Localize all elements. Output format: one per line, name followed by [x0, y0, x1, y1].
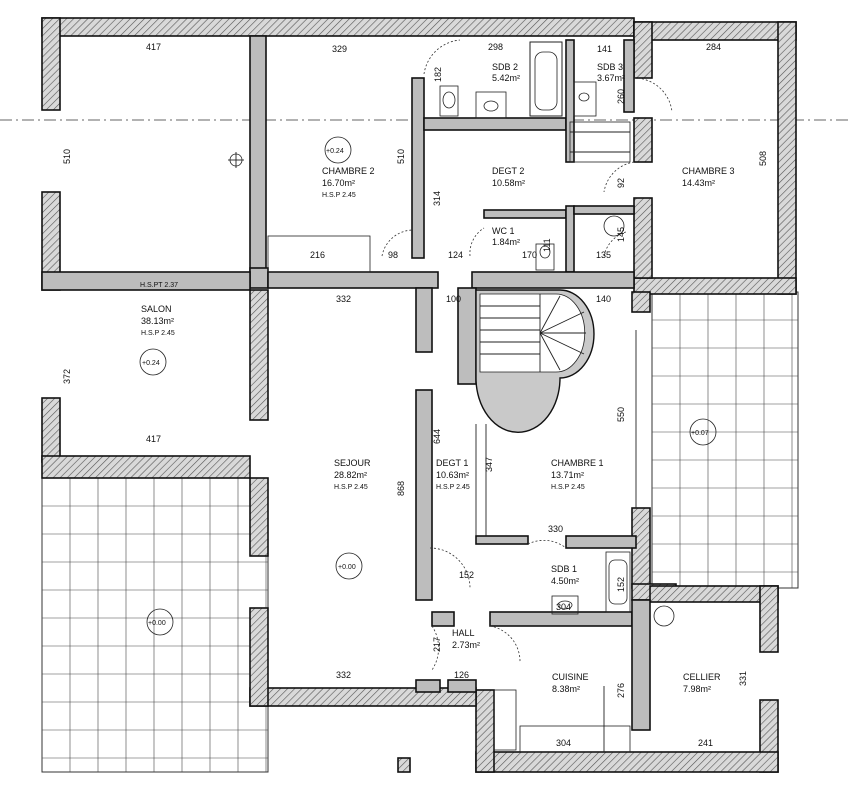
dim-241: 241 — [698, 738, 713, 748]
room-name-chambre3: CHAMBRE 3 — [682, 166, 735, 176]
room-hsp-top-salon: H.S.PT 2.37 — [140, 282, 178, 289]
terrace-right-tiles — [651, 291, 799, 589]
dim-141: 141 — [597, 44, 612, 54]
dim-298: 298 — [488, 42, 503, 52]
room-area-sejour: 28.82m² — [334, 470, 367, 480]
door-swings — [381, 39, 673, 671]
room-name-degt2: DEGT 2 — [492, 166, 524, 176]
dim-304-a: 304 — [556, 602, 571, 612]
dim-182: 182 — [433, 67, 443, 82]
level-terrace-right: +0.07 — [691, 430, 709, 437]
dim-111: 111 — [542, 238, 552, 252]
room-area-degt2: 10.58m² — [492, 178, 525, 188]
room-hsp-chambre1: H.S.P 2.45 — [551, 484, 585, 491]
room-area-sdb2: 5.42m² — [492, 73, 520, 83]
dim-330: 330 — [548, 524, 563, 534]
room-area-chambre1: 13.71m² — [551, 470, 584, 480]
room-name-chambre1: CHAMBRE 1 — [551, 458, 604, 468]
dim-510-left: 510 — [62, 149, 72, 164]
dim-550: 550 — [616, 407, 626, 422]
dim-332-bot: 332 — [336, 670, 351, 680]
dim-100: 100 — [446, 294, 461, 304]
room-area-chambre3: 14.43m² — [682, 178, 715, 188]
dim-170: 170 — [522, 250, 537, 260]
staircase — [475, 289, 595, 434]
room-area-hall: 2.73m² — [452, 640, 480, 650]
dim-124: 124 — [448, 250, 463, 260]
dim-347: 347 — [484, 457, 494, 472]
room-hsp-degt1: H.S.P 2.45 — [436, 484, 470, 491]
dim-276: 276 — [616, 683, 626, 698]
dim-868: 868 — [396, 481, 406, 496]
dim-329: 329 — [332, 44, 347, 54]
level-chambre2: +0.24 — [326, 148, 344, 155]
dim-508: 508 — [758, 151, 768, 166]
fixtures — [228, 41, 675, 753]
dim-126: 126 — [454, 670, 469, 680]
room-name-sdb1: SDB 1 — [551, 564, 577, 574]
dim-314: 314 — [432, 191, 442, 206]
room-area-cuisine: 8.38m² — [552, 684, 580, 694]
dim-216: 216 — [310, 250, 325, 260]
dim-98: 98 — [388, 250, 398, 260]
room-name-sdb2: SDB 2 — [492, 62, 518, 72]
room-name-degt1: DEGT 1 — [436, 458, 468, 468]
room-name-cuisine: CUISINE — [552, 672, 589, 682]
dim-372: 372 — [62, 369, 72, 384]
room-area-wc1: 1.84m² — [492, 237, 520, 247]
room-name-cellier: CELLIER — [683, 672, 721, 682]
exterior-walls — [41, 17, 797, 773]
room-name-wc1: WC 1 — [492, 226, 515, 236]
dim-304-b: 304 — [556, 738, 571, 748]
room-name-hall: HALL — [452, 628, 475, 638]
dim-284: 284 — [706, 42, 721, 52]
dim-92: 92 — [616, 178, 626, 188]
level-terrace-left: +0.00 — [148, 620, 166, 627]
interior-walls — [41, 35, 651, 731]
dim-260: 260 — [616, 89, 626, 104]
level-salon: +0.24 — [142, 360, 160, 367]
room-hsp-chambre2: H.S.P 2.45 — [322, 192, 356, 199]
level-sejour: +0.00 — [338, 564, 356, 571]
dim-332-top: 332 — [336, 294, 351, 304]
dim-417-bot: 417 — [146, 434, 161, 444]
room-area-sdb3: 3.67m² — [597, 73, 625, 83]
dim-140: 140 — [596, 294, 611, 304]
room-name-chambre2: CHAMBRE 2 — [322, 166, 375, 176]
room-area-sdb1: 4.50m² — [551, 576, 579, 586]
room-area-degt1: 10.63m² — [436, 470, 469, 480]
dim-510-mid: 510 — [396, 149, 406, 164]
room-hsp-sejour: H.S.P 2.45 — [334, 484, 368, 491]
dim-417-top: 417 — [146, 42, 161, 52]
level-markers — [139, 136, 717, 636]
dim-145: 145 — [616, 227, 626, 242]
room-area-cellier: 7.98m² — [683, 684, 711, 694]
dim-152-a: 152 — [459, 570, 474, 580]
dim-152-b: 152 — [616, 577, 626, 592]
room-name-sejour: SEJOUR — [334, 458, 371, 468]
dim-644: 644 — [432, 429, 442, 444]
room-hsp-salon: H.S.P 2.45 — [141, 330, 175, 337]
room-area-salon: 38.13m² — [141, 316, 174, 326]
dim-217: 217 — [432, 637, 442, 652]
room-name-salon: SALON — [141, 304, 172, 314]
room-name-sdb3: SDB 3 — [597, 62, 623, 72]
dim-135: 135 — [596, 250, 611, 260]
room-area-chambre2: 16.70m² — [322, 178, 355, 188]
dim-331: 331 — [738, 671, 748, 686]
